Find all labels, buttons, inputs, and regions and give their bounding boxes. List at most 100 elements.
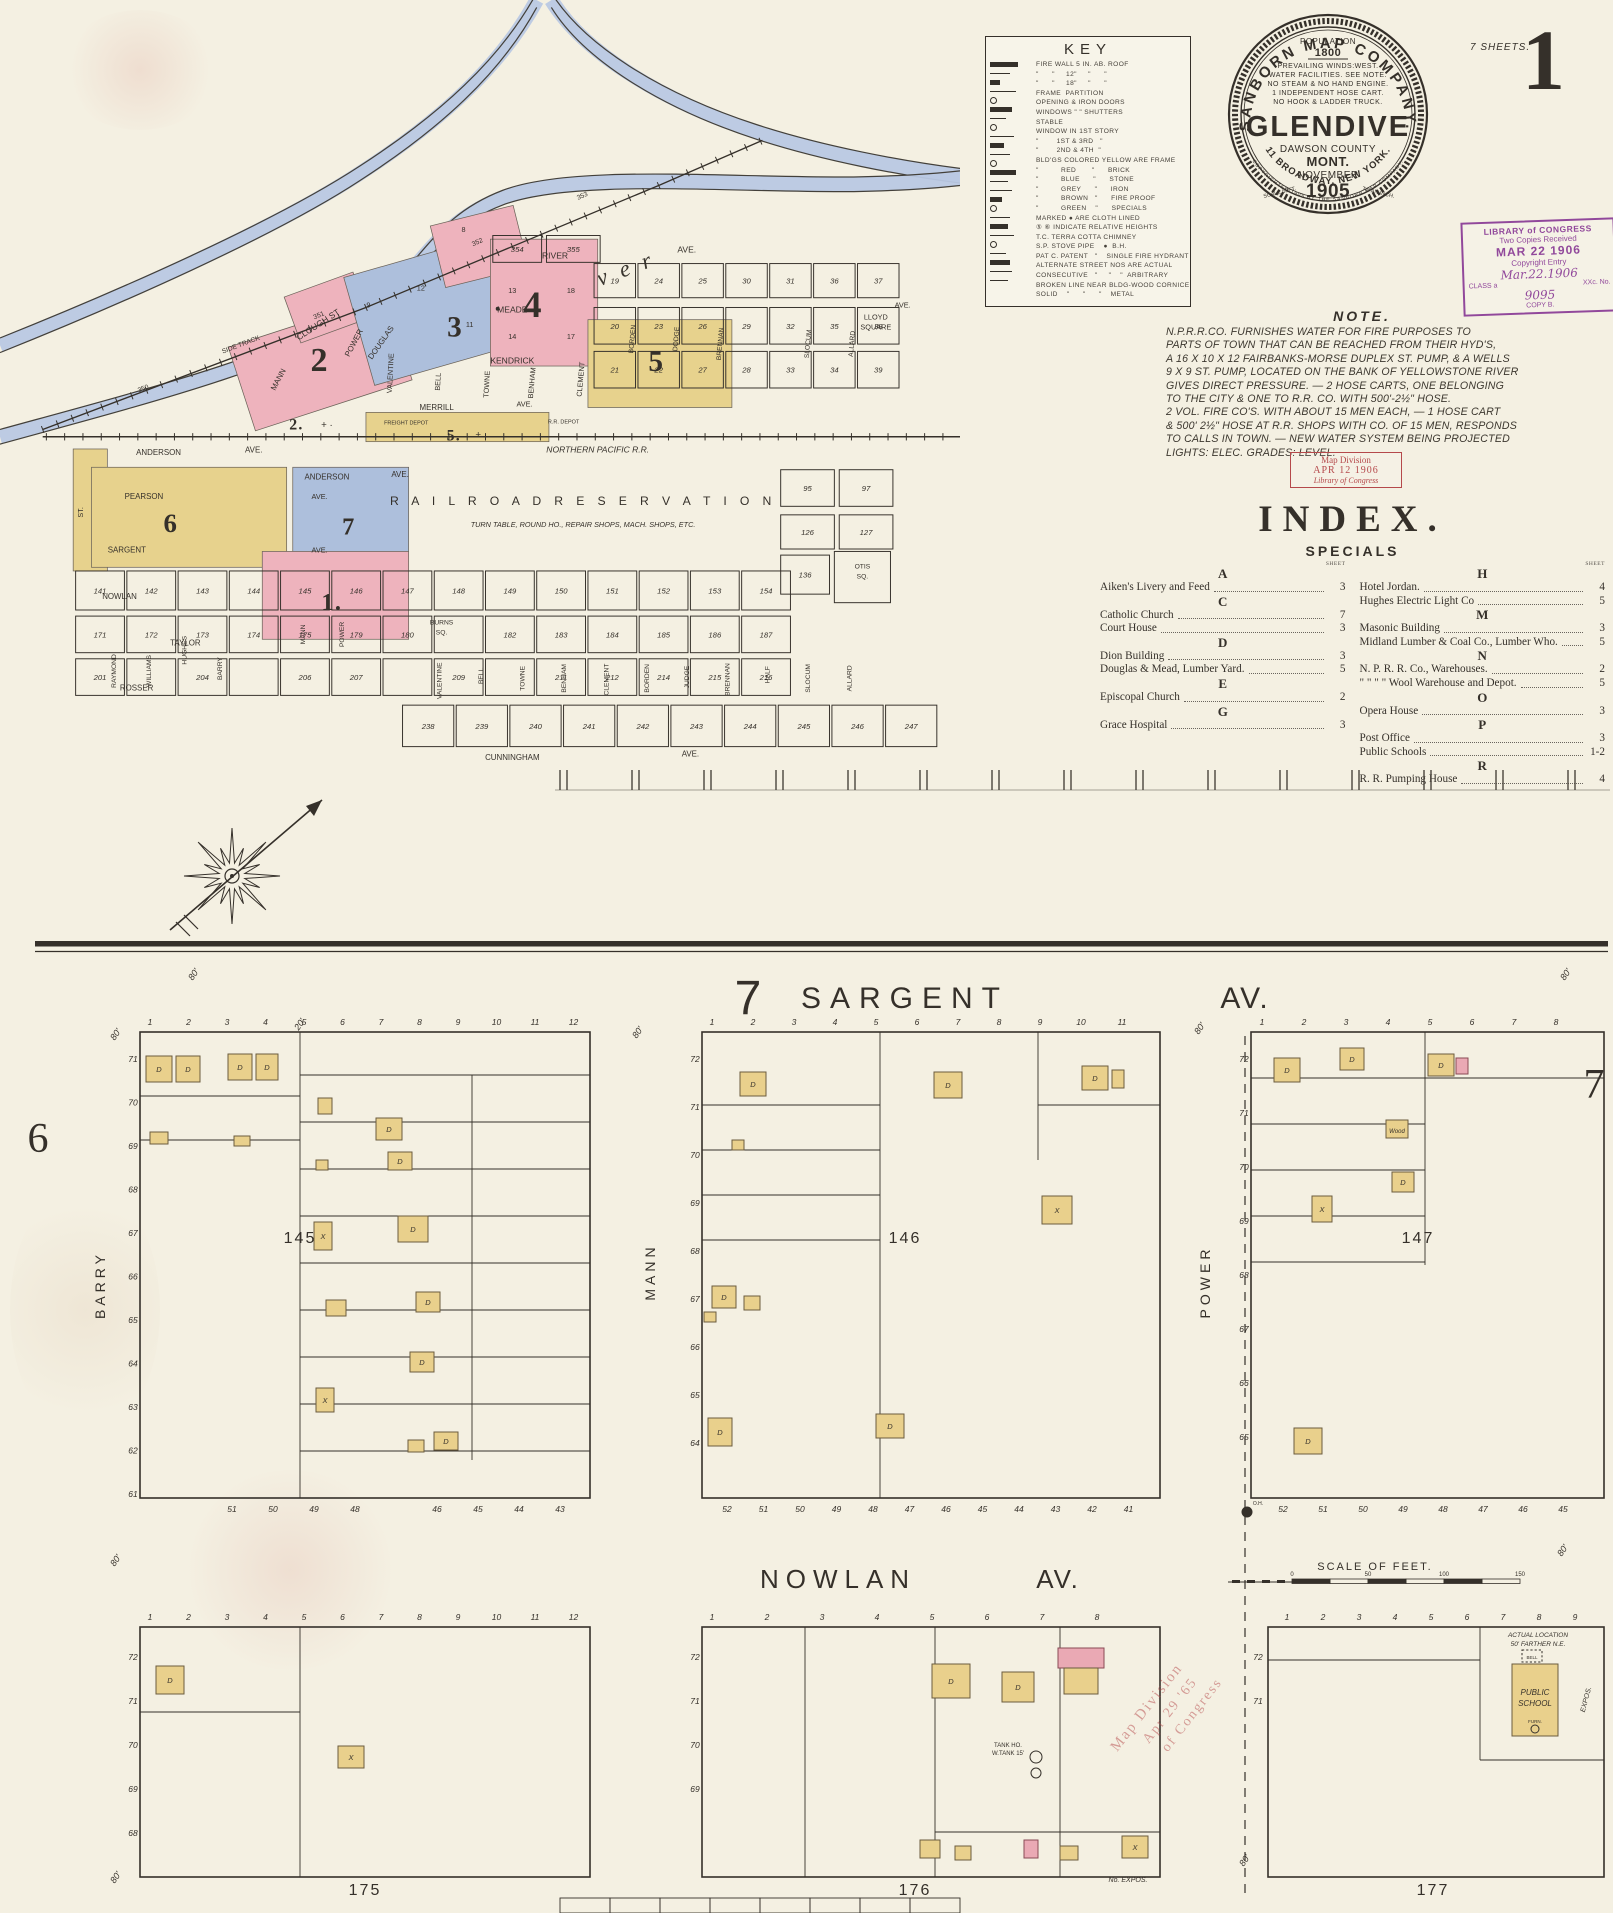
sheet-number: 1 [1522, 12, 1565, 108]
nowlan-avenue-label: NOWLAN [760, 1564, 916, 1594]
street-label: + · [321, 420, 333, 431]
key-symbol [990, 213, 1036, 222]
lot-number: 67 [1239, 1324, 1249, 1334]
lot-number: 126 [801, 528, 815, 537]
index-dots [1177, 618, 1324, 620]
lot-number: 7 [379, 1017, 384, 1027]
building-label: D [443, 1437, 449, 1446]
key-symbol-column [990, 60, 1036, 285]
lot-number: 5 [874, 1017, 879, 1027]
lot-number: 239 [474, 722, 489, 731]
lot-cell [725, 263, 768, 299]
building [711, 1285, 737, 1309]
street-label: VALENTINE [385, 353, 396, 394]
seal-line: 1905 [1306, 181, 1350, 202]
railroad-tick [466, 261, 471, 269]
lot-number: 52 [1278, 1504, 1288, 1514]
lot-number: 9 [456, 1017, 461, 1027]
lot-number: 34 [830, 366, 839, 375]
lot-number: 4 [833, 1017, 838, 1027]
lot-cell [709, 1897, 761, 1913]
lot-number: 2 [185, 1017, 191, 1027]
building [397, 1215, 429, 1243]
key-symbol [990, 267, 1036, 276]
lot-number: 48 [868, 1504, 878, 1514]
building-label: D [948, 1677, 954, 1686]
index-sheet-label: SHEET [1585, 561, 1605, 567]
index-entry-sheet: 2 [1339, 690, 1346, 703]
lot-cell [382, 615, 433, 654]
scale-bar-segment [1443, 1578, 1483, 1584]
lot-number: 10 [492, 1612, 502, 1622]
building-label: D [425, 1298, 431, 1307]
street-label: SARGENT [108, 546, 146, 555]
lot-number: 8 [1095, 1612, 1100, 1622]
city-block-fill [292, 466, 410, 568]
street-label: RIVER [542, 251, 568, 261]
map-annotation: BELL [1526, 1655, 1538, 1660]
key-legend: KEY FIRE WALL 5 IN. AB. ROOF" " 12" " ""… [985, 36, 1191, 307]
lot-number: 143 [196, 587, 210, 596]
lot-number: 8 [1554, 1017, 1559, 1027]
building-label: D [1438, 1061, 1444, 1070]
building [1385, 1119, 1409, 1139]
lot-number: 186 [708, 630, 722, 639]
block-outline [701, 1626, 1161, 1878]
street-label: ALLARD [846, 665, 853, 691]
index-entry-sheet: 5 [1599, 676, 1605, 689]
compass-arrowhead [306, 800, 322, 816]
lot-cell [536, 658, 587, 696]
lot-cell [689, 615, 740, 654]
river-bank [0, 170, 960, 444]
lot-cell [126, 658, 177, 696]
key-line: T.C. TERRA COTTA CHIMNEY [1036, 233, 1137, 241]
street-label: BARRY [92, 1251, 108, 1319]
building-label: X [319, 1232, 326, 1241]
block-number: 3 [447, 312, 463, 344]
lot-number: 68 [690, 1246, 700, 1256]
key-symbol [990, 150, 1036, 159]
lot-number: 49 [1398, 1504, 1408, 1514]
index-dots [1520, 686, 1583, 688]
lot-cell [75, 658, 125, 696]
index-dots [1478, 604, 1583, 606]
block-outline [139, 1031, 591, 1499]
index-entry-name: Hotel Jordan. [1359, 581, 1420, 593]
key-line: WINDOWS " " SHUTTERS [1036, 108, 1124, 116]
city-block-fill [587, 319, 733, 408]
lot-cell [126, 615, 177, 654]
compass-needle [169, 799, 323, 931]
railroad-tick [100, 403, 104, 411]
railroad-tick [129, 392, 134, 400]
building [1455, 1057, 1469, 1075]
lot-number: 5 [302, 1612, 307, 1622]
city-block [261, 551, 410, 640]
building-label: D [156, 1065, 162, 1074]
seal-line: NO HOOK & LADDER TRUCK. [1273, 99, 1382, 106]
lot-number: 1 [148, 1612, 153, 1622]
key-symbol [990, 141, 1036, 150]
lot-cell [485, 570, 535, 611]
scale-bar-mini [1277, 1580, 1285, 1583]
lot-cell [485, 615, 535, 654]
lot-number: 10 [492, 1017, 502, 1027]
river-bank-edge [0, 170, 960, 431]
key-symbol [990, 123, 1036, 132]
building [313, 1221, 333, 1251]
building [933, 1071, 963, 1099]
lot-number: 46 [1518, 1504, 1528, 1514]
river-bank-edge [550, 7, 960, 184]
lot-number: 49 [309, 1504, 319, 1514]
building [1293, 1427, 1323, 1455]
index-letter: R [1477, 758, 1487, 774]
page-margin-number: 6 [28, 1116, 49, 1162]
lot-number: 6 [1465, 1612, 1470, 1622]
lot-number: 2 [750, 1017, 756, 1027]
railroad-tick [337, 313, 342, 322]
street-label: 18 [567, 286, 575, 295]
railroad-tick [40, 425, 45, 434]
lot-number: 19 [611, 277, 620, 286]
scale-label: SCALE OF FEET. [1317, 1561, 1432, 1573]
